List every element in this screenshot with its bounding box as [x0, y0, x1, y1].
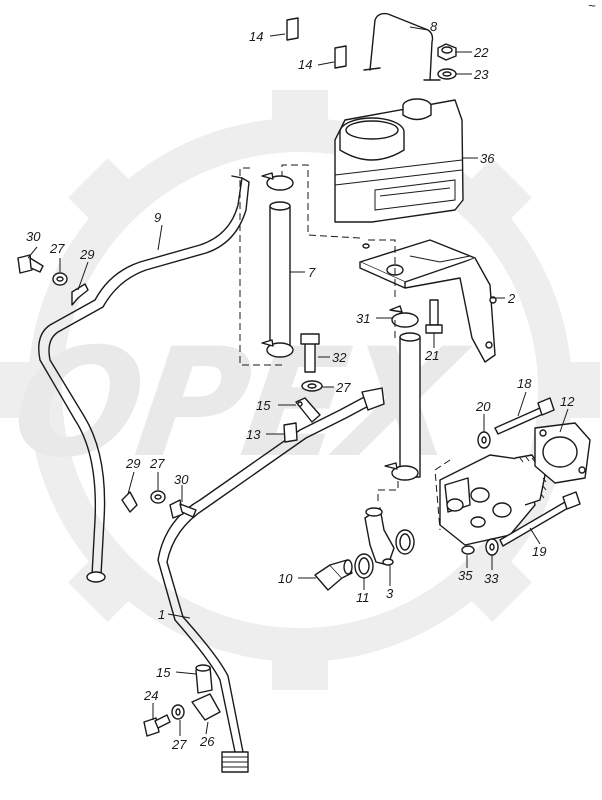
banjo-fitting-3: [364, 507, 395, 566]
hose-7-right: [399, 332, 421, 478]
reservoir-tank: [334, 98, 464, 223]
watermark-text: OPEX: [3, 316, 478, 491]
callout-29: 29: [125, 456, 140, 471]
washer-20: [477, 431, 491, 449]
clip-29-upper: [71, 283, 89, 306]
callout-10: 10: [278, 571, 293, 586]
callout-27: 27: [171, 737, 187, 752]
callout-26: 26: [199, 734, 215, 749]
tank-strap: [363, 12, 441, 81]
callout-14: 14: [249, 29, 263, 44]
banjo-bolt-10: [314, 559, 353, 591]
callout-33: 33: [484, 571, 499, 586]
bolt-24: [143, 714, 171, 737]
callout-30: 30: [174, 472, 189, 487]
callout-32: 32: [332, 350, 347, 365]
bolt-30-lower: [169, 499, 197, 519]
callout-18: 18: [517, 376, 532, 391]
callout-12: 12: [560, 394, 575, 409]
bolt-18: [494, 397, 555, 435]
callout-2: 2: [507, 291, 516, 306]
callout-23: 23: [473, 67, 489, 82]
callout-21: 21: [424, 348, 439, 363]
clamp-31: [389, 305, 419, 328]
washer-27-lower: [150, 490, 166, 504]
hose-clamp-upper: [261, 172, 294, 191]
callout-27: 27: [49, 241, 65, 256]
nut-22: [437, 43, 457, 61]
callout-30: 30: [26, 229, 41, 244]
clip-15-middle: [295, 397, 321, 423]
clip-26: [191, 693, 221, 721]
callout-1: 1: [158, 607, 165, 622]
callout-27: 27: [335, 380, 351, 395]
bolt-30-upper: [17, 254, 44, 274]
washer-23: [437, 68, 457, 80]
o-ring-11-right: [395, 529, 415, 555]
bolt-19: [499, 491, 581, 547]
callout-36: 36: [480, 151, 495, 166]
callout-29: 29: [79, 247, 94, 262]
watermark: OPEX: [0, 90, 600, 690]
callout-15: 15: [256, 398, 271, 413]
washer-27-bottom: [171, 704, 185, 720]
gasket-12: [534, 422, 591, 484]
callout-11: 11: [356, 590, 370, 605]
callout-3: 3: [386, 586, 394, 601]
callout-22: 22: [473, 45, 489, 60]
clip-29-lower: [121, 491, 138, 513]
callout-9: 9: [154, 210, 161, 225]
leader-lines: [27, 26, 569, 736]
washer-33: [485, 538, 499, 556]
callout-20: 20: [475, 399, 491, 414]
washer-27-upper: [52, 272, 68, 286]
hose-clamp-lower-right: [384, 462, 419, 481]
pipe-1: [157, 387, 385, 773]
callout-8: 8: [430, 19, 438, 34]
assembly-leaders: [239, 164, 451, 531]
washer-27-middle: [301, 380, 323, 392]
bolt-32: [300, 333, 320, 373]
pad-14-a: [286, 17, 299, 41]
callout-15: 15: [156, 665, 171, 680]
callout-19: 19: [532, 544, 546, 559]
callout-27: 27: [149, 456, 165, 471]
bolt-21: [425, 299, 443, 334]
sleeve-15-lower: [195, 664, 213, 694]
pad-13: [283, 422, 298, 443]
callout-7: 7: [308, 265, 316, 280]
callout-35: 35: [458, 568, 473, 583]
corner-mark: ~: [588, 0, 596, 13]
callout-labels: 8 14 14 22 23 36 9 30 27 29 7 2 31 21 32…: [26, 19, 575, 752]
pad-14-b: [334, 45, 347, 69]
hose-clamp-lower-left: [261, 339, 294, 358]
o-ring-11-left: [354, 553, 374, 579]
callout-13: 13: [246, 427, 261, 442]
hose-7-left: [269, 201, 291, 347]
callout-24: 24: [143, 688, 158, 703]
pipe-9: [38, 175, 250, 583]
callout-14: 14: [298, 57, 312, 72]
callout-31: 31: [356, 311, 370, 326]
